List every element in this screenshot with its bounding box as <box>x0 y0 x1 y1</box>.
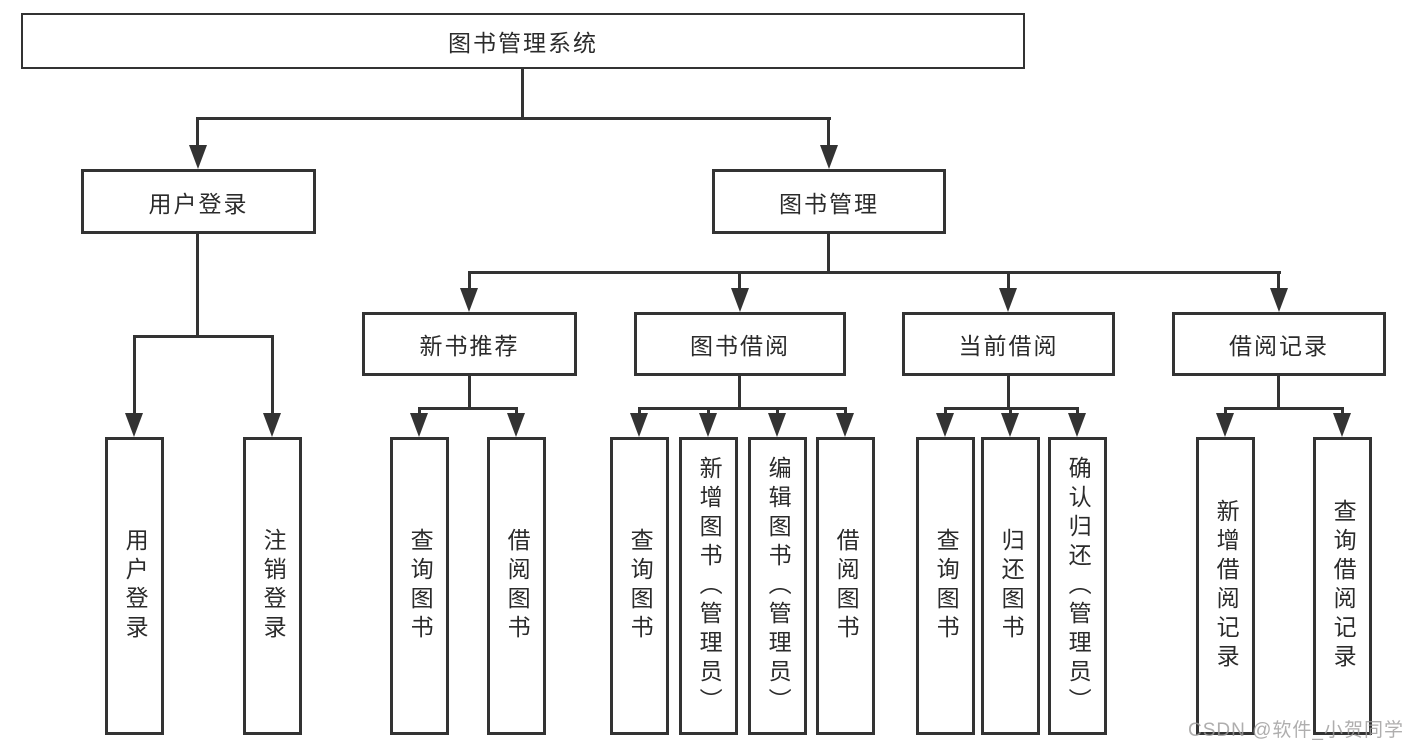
watermark: CSDN @软件_小贺同学 <box>1188 720 1404 741</box>
node-label: 归还图书 <box>998 528 1025 644</box>
arrow-down-icon <box>699 413 717 437</box>
leaf-br-query-borrow-record: 查询借阅记录 <box>1313 437 1372 735</box>
arrow-down-icon <box>768 413 786 437</box>
arrow-down-icon <box>936 413 954 437</box>
arrow-down-icon <box>460 288 478 312</box>
connector-line <box>827 234 830 274</box>
connector-line <box>418 408 421 416</box>
node-label: 借阅记录 <box>1229 333 1329 359</box>
node-label: 新增借阅记录 <box>1213 499 1240 673</box>
leaf-logout: 注销登录 <box>243 437 302 735</box>
connector-line <box>1277 376 1280 410</box>
node-current-borrow: 当前借阅 <box>902 312 1115 376</box>
arrow-down-icon <box>1270 288 1288 312</box>
connector-line <box>707 408 710 416</box>
leaf-cb-confirm-return-admin: 确认归还（管理员） <box>1048 437 1107 735</box>
node-label: 图书借阅 <box>690 333 790 359</box>
connector-line <box>827 117 830 147</box>
connector-line <box>521 69 524 120</box>
connector-line <box>738 271 741 290</box>
node-label: 新书推荐 <box>419 333 520 359</box>
node-label: 用户登录 <box>122 528 149 644</box>
node-user-login: 用户登录 <box>81 169 316 234</box>
connector-line <box>196 117 199 147</box>
node-label: 确认归还（管理员） <box>1065 455 1092 717</box>
connector-line <box>738 376 741 410</box>
connector-line <box>418 407 518 410</box>
connector-line <box>944 408 947 416</box>
leaf-bb-borrow-books: 借阅图书 <box>816 437 875 735</box>
connector-line <box>1076 408 1079 416</box>
arrow-down-icon <box>263 413 281 437</box>
node-label: 新增图书（管理员） <box>696 455 723 717</box>
node-label: 当前借阅 <box>958 333 1059 359</box>
node-label: 图书管理系统 <box>448 30 598 56</box>
connector-line <box>638 407 847 410</box>
node-label: 借阅图书 <box>504 528 531 644</box>
node-label: 编辑图书（管理员） <box>765 455 792 717</box>
node-borrow-records: 借阅记录 <box>1172 312 1386 376</box>
leaf-cb-return-books: 归还图书 <box>981 437 1040 735</box>
arrow-down-icon <box>630 413 648 437</box>
node-book-borrow: 图书借阅 <box>634 312 846 376</box>
arrow-down-icon <box>189 145 207 169</box>
connector-line <box>271 335 274 415</box>
node-label: 用户登录 <box>148 190 249 217</box>
connector-line <box>133 335 274 338</box>
leaf-nb-borrow-books: 借阅图书 <box>487 437 546 735</box>
leaf-bb-add-books-admin: 新增图书（管理员） <box>679 437 738 735</box>
arrow-down-icon <box>731 288 749 312</box>
connector-line <box>196 117 831 120</box>
connector-line <box>133 335 136 415</box>
node-new-book-recommend: 新书推荐 <box>362 312 577 376</box>
arrow-down-icon <box>1001 413 1019 437</box>
connector-line <box>1009 408 1012 416</box>
node-label: 查询图书 <box>933 528 960 644</box>
arrow-down-icon <box>125 413 143 437</box>
node-label: 图书管理 <box>779 190 879 217</box>
node-label: 查询借阅记录 <box>1330 499 1357 673</box>
connector-line <box>468 376 471 410</box>
arrow-down-icon <box>410 413 428 437</box>
leaf-bb-query-books: 查询图书 <box>610 437 669 735</box>
connector-line <box>776 408 779 416</box>
connector-line <box>1341 408 1344 416</box>
node-label: 注销登录 <box>260 528 287 644</box>
connector-line <box>1224 407 1344 410</box>
node-label: 查询图书 <box>407 528 434 644</box>
node-label: 查询图书 <box>627 528 654 644</box>
connector-line <box>1277 271 1280 290</box>
node-book-management: 图书管理 <box>712 169 946 234</box>
connector-line <box>468 271 1281 274</box>
arrow-down-icon <box>507 413 525 437</box>
arrow-down-icon <box>999 288 1017 312</box>
arrow-down-icon <box>1216 413 1234 437</box>
leaf-bb-edit-books-admin: 编辑图书（管理员） <box>748 437 807 735</box>
connector-line <box>196 234 199 338</box>
arrow-down-icon <box>836 413 854 437</box>
node-label: 借阅图书 <box>833 528 860 644</box>
connector-line <box>1007 271 1010 290</box>
connector-line <box>638 408 641 416</box>
leaf-br-add-borrow-record: 新增借阅记录 <box>1196 437 1255 735</box>
node-root: 图书管理系统 <box>21 13 1025 69</box>
leaf-user-login: 用户登录 <box>105 437 164 735</box>
arrow-down-icon <box>820 145 838 169</box>
connector-line <box>1007 376 1010 410</box>
connector-line <box>844 408 847 416</box>
connector-line <box>468 271 471 290</box>
connector-line <box>1224 408 1227 416</box>
arrow-down-icon <box>1068 413 1086 437</box>
leaf-cb-query-books: 查询图书 <box>916 437 975 735</box>
leaf-nb-query-books: 查询图书 <box>390 437 449 735</box>
arrow-down-icon <box>1333 413 1351 437</box>
connector-line <box>515 408 518 416</box>
